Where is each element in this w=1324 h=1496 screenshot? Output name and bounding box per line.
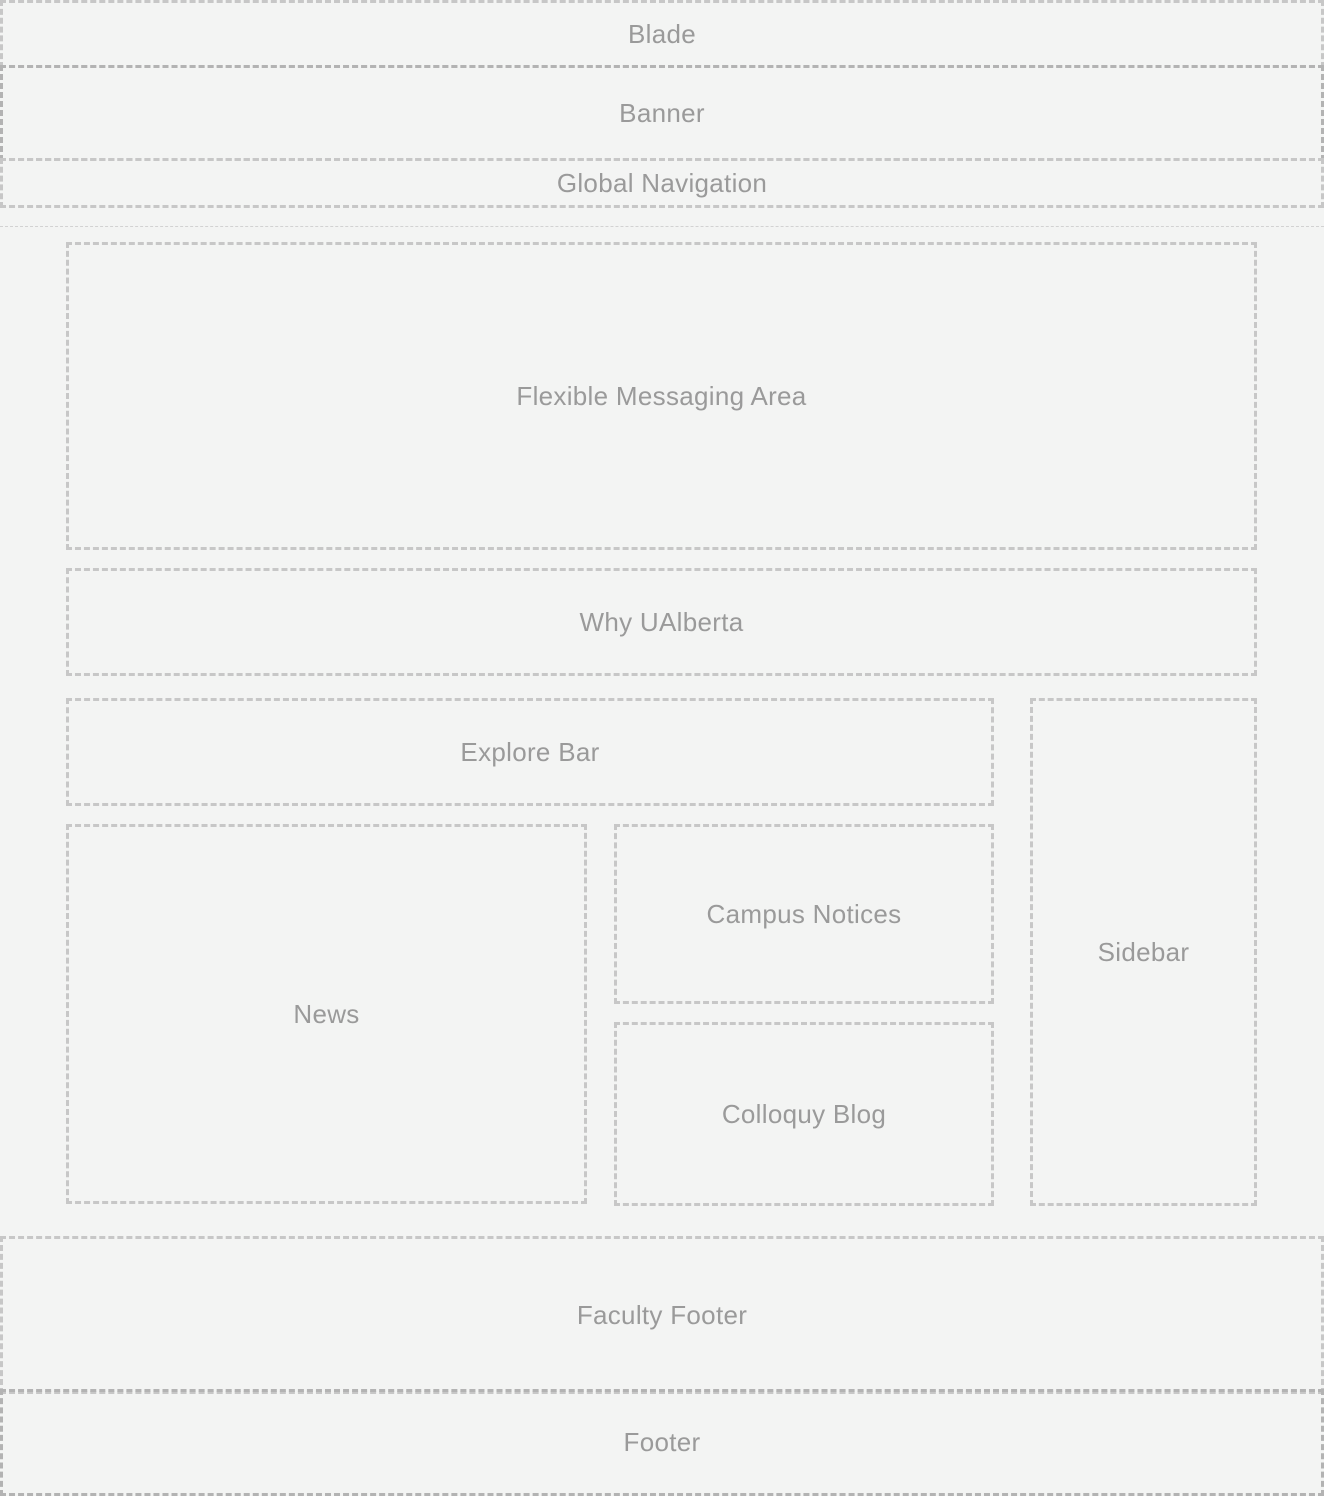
why-ualberta-label: Why UAlberta: [579, 606, 744, 637]
flexible-messaging-area-region: Flexible Messaging Area: [66, 242, 1257, 550]
sidebar-label: Sidebar: [1097, 936, 1190, 967]
news-region: News: [66, 824, 587, 1204]
sidebar-region: Sidebar: [1030, 698, 1257, 1206]
global-navigation-label: Global Navigation: [556, 167, 768, 198]
news-label: News: [293, 998, 360, 1029]
banner-region: Banner: [0, 65, 1324, 161]
blade-region: Blade: [0, 0, 1324, 68]
flexible-messaging-area-label: Flexible Messaging Area: [516, 380, 807, 411]
banner-label: Banner: [619, 97, 705, 128]
campus-notices-region: Campus Notices: [614, 824, 994, 1004]
footer-region: Footer: [0, 1389, 1324, 1496]
global-navigation-region: Global Navigation: [0, 158, 1324, 208]
content-divider: [0, 226, 1324, 227]
footer-label: Footer: [623, 1427, 701, 1457]
blade-label: Blade: [628, 18, 696, 49]
faculty-footer-region: Faculty Footer: [0, 1236, 1324, 1394]
explore-bar-label: Explore Bar: [460, 736, 600, 767]
colloquy-blog-label: Colloquy Blog: [721, 1098, 887, 1129]
colloquy-blog-region: Colloquy Blog: [614, 1022, 994, 1206]
why-ualberta-region: Why UAlberta: [66, 568, 1257, 676]
campus-notices-label: Campus Notices: [706, 898, 902, 929]
explore-bar-region: Explore Bar: [66, 698, 994, 806]
faculty-footer-label: Faculty Footer: [576, 1299, 748, 1330]
